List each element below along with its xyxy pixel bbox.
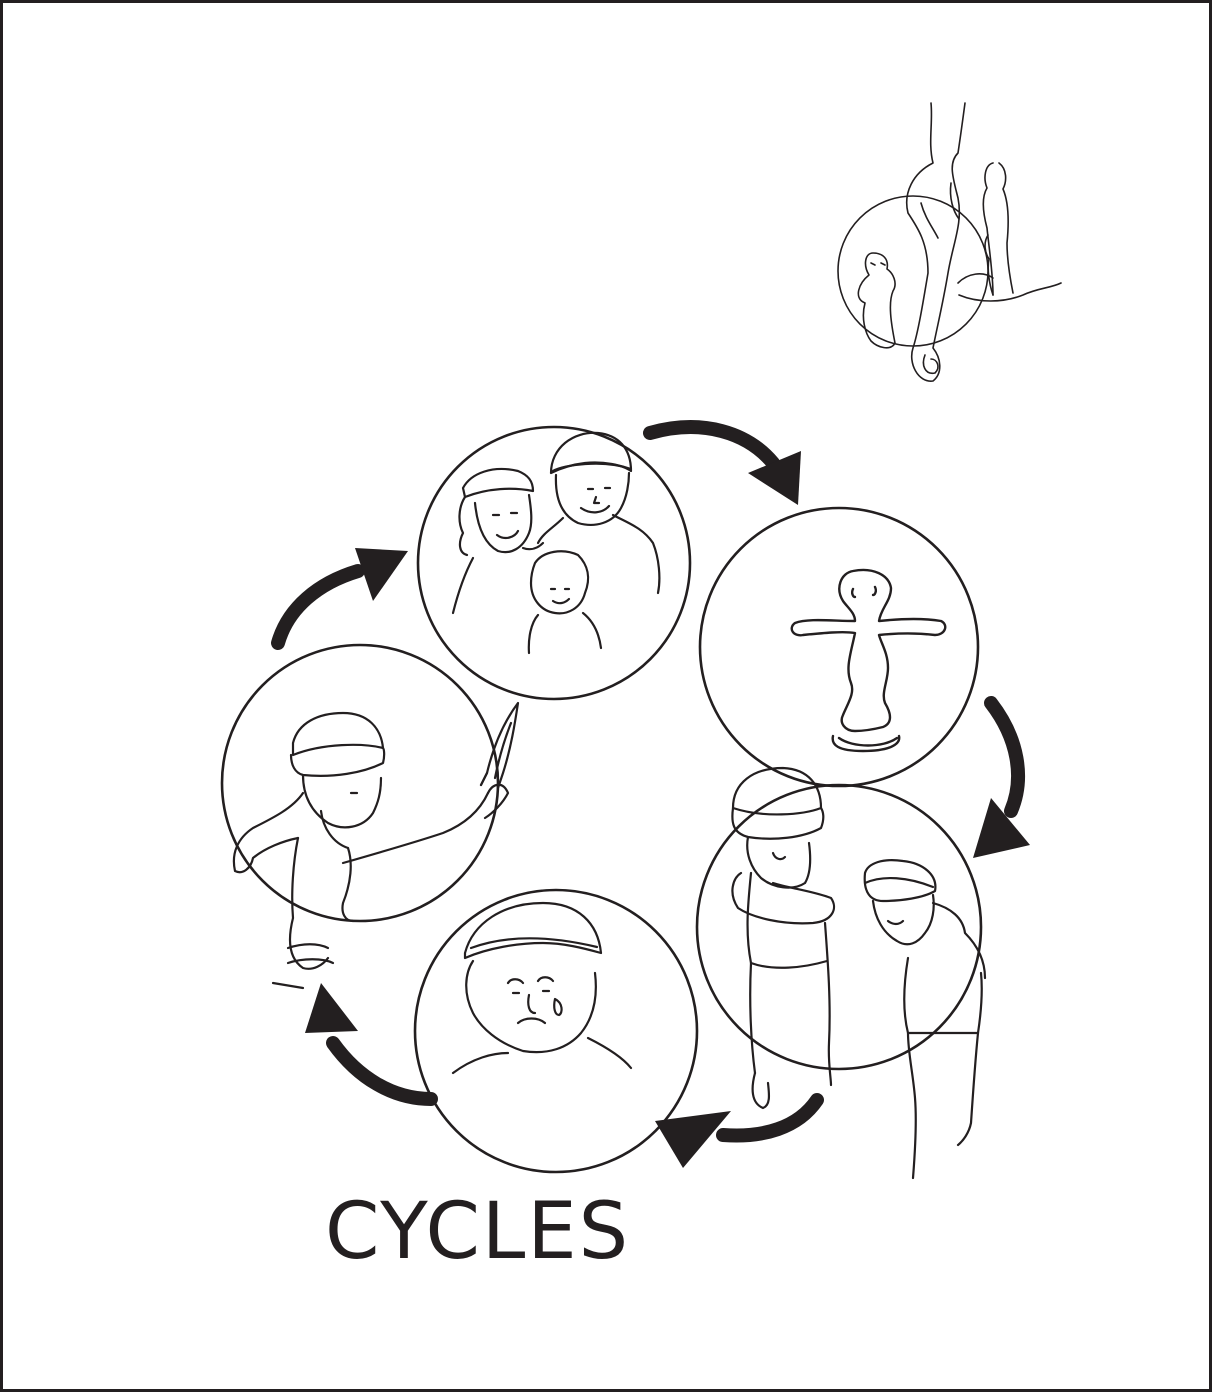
- family-icon: [453, 433, 659, 653]
- idol-icon: [792, 570, 946, 751]
- warrior-with-sword-icon: [234, 703, 518, 988]
- stage-circles: [222, 427, 981, 1172]
- stage-1-circle: [418, 427, 690, 699]
- cycle-arrows: [278, 427, 1030, 1168]
- stage-5-circle: [222, 645, 498, 921]
- hand-of-god-icon: [838, 103, 1061, 381]
- cycle-diagram: [3, 3, 1209, 1389]
- arrow-2-icon: [973, 703, 1030, 858]
- arrow-5-icon: [278, 548, 408, 643]
- stage-3-circle: [697, 785, 981, 1069]
- page-title: CYCLES: [325, 1193, 630, 1271]
- arrow-3-icon: [655, 1100, 817, 1168]
- arrow-1-icon: [650, 427, 801, 505]
- bowed-people-icon: [732, 768, 985, 1178]
- stage-4-circle: [415, 890, 697, 1172]
- stage-2-circle: [700, 508, 978, 786]
- crying-man-icon: [453, 903, 631, 1073]
- arrow-4-icon: [305, 983, 431, 1099]
